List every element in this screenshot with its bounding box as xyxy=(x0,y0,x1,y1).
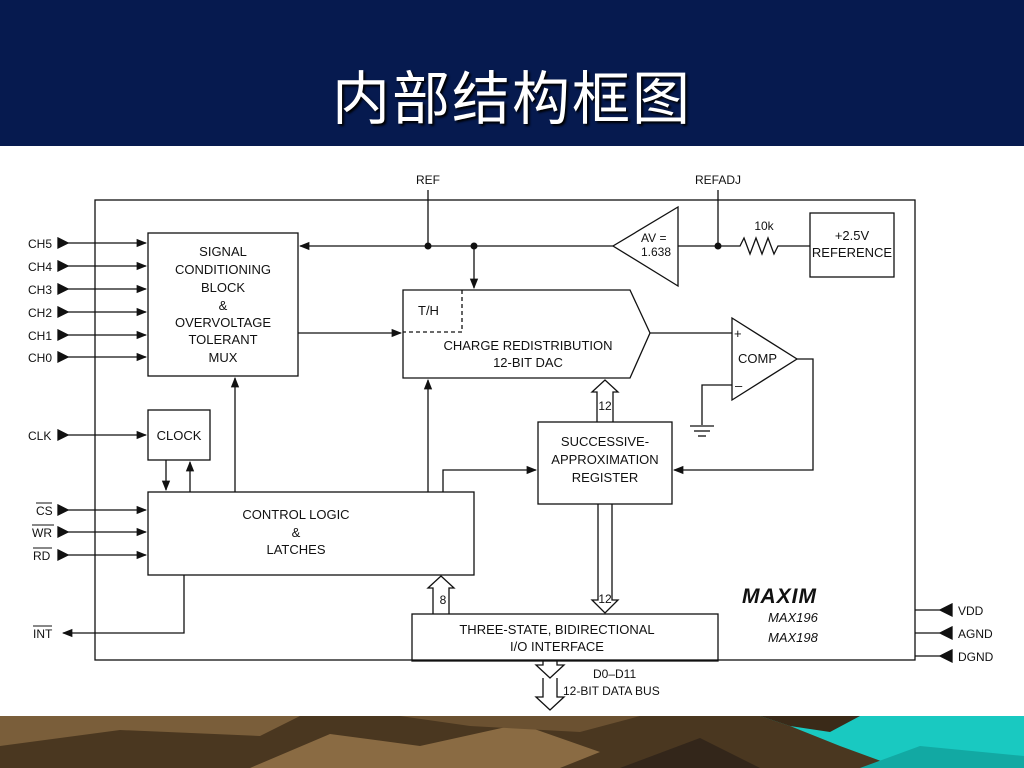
pin-rd: RD xyxy=(33,549,51,563)
diagram-area: CH5 CH4 CH3 CH2 CH1 CH0 CLK CS WR RD INT… xyxy=(0,146,1024,716)
slide-footer-decoration xyxy=(0,716,1024,768)
bus-sar-dac xyxy=(590,379,620,422)
th-dashed-box xyxy=(403,290,463,333)
amp-gain: 1.638 xyxy=(641,245,671,259)
reference-block xyxy=(809,212,895,278)
th-label: T/H xyxy=(418,303,439,318)
pin-vdd: VDD xyxy=(958,604,984,618)
control-line-1: CONTROL LOGIC xyxy=(242,507,349,522)
amp-label: AV = xyxy=(641,231,666,245)
pin-cs: CS xyxy=(36,504,53,518)
pin-clk: CLK xyxy=(28,429,51,443)
pin-ch2: CH2 xyxy=(28,306,52,320)
slide-header: 内部结构框图 xyxy=(0,0,1024,146)
comp-minus: – xyxy=(735,378,743,393)
footer-pattern xyxy=(0,716,1024,768)
control-logic-block xyxy=(147,491,475,576)
chip-outline xyxy=(94,199,916,661)
signal-line-4: & xyxy=(219,298,228,313)
comp-plus: + xyxy=(734,326,742,341)
pin-agnd: AGND xyxy=(958,627,993,641)
clock-label: CLOCK xyxy=(157,428,202,443)
maxim-logo: MAXIM xyxy=(742,585,817,608)
control-line-3: LATCHES xyxy=(267,542,326,557)
block-diagram: CH5 CH4 CH3 CH2 CH1 CH0 CLK CS WR RD INT… xyxy=(28,173,994,711)
sar-line-3: REGISTER xyxy=(572,470,638,485)
io-line-2: I/O INTERFACE xyxy=(510,639,604,654)
signal-conditioning-block xyxy=(147,232,299,377)
sar-block xyxy=(537,421,673,505)
sar-line-2: APPROXIMATION xyxy=(551,452,658,467)
comp-label: COMP xyxy=(738,351,777,366)
data-bus-line-2: 12-BIT DATA BUS xyxy=(563,684,660,698)
part-max198: MAX198 xyxy=(768,630,819,645)
dac-line-1: CHARGE REDISTRIBUTION xyxy=(443,338,612,353)
signal-line-5: OVERVOLTAGE xyxy=(175,315,271,330)
dac-line-2: 12-BIT DAC xyxy=(493,355,563,370)
ref-label: REF xyxy=(416,173,440,187)
io-interface-block xyxy=(411,613,719,662)
resistor-10k xyxy=(720,236,810,256)
signal-line-7: MUX xyxy=(209,350,238,365)
signal-line-1: SIGNAL xyxy=(199,244,247,259)
bus-width-io: 12 xyxy=(598,592,612,606)
control-line-2: & xyxy=(292,525,301,540)
io-line-1: THREE-STATE, BIDIRECTIONAL xyxy=(459,622,654,637)
signal-line-2: CONDITIONING xyxy=(175,262,271,277)
pin-wr: WR xyxy=(32,526,52,540)
pin-ch5: CH5 xyxy=(28,237,52,251)
signal-line-6: TOLERANT xyxy=(188,332,257,347)
pin-ch4: CH4 xyxy=(28,260,52,274)
pin-ch3: CH3 xyxy=(28,283,52,297)
bus-io-control xyxy=(426,575,456,614)
refadj-label: REFADJ xyxy=(695,173,741,187)
bus-sar-io xyxy=(590,504,620,614)
part-max196: MAX196 xyxy=(768,610,819,625)
signal-line-3: BLOCK xyxy=(201,280,245,295)
reference-line-2: REFERENCE xyxy=(812,245,893,260)
bus-width-dac: 12 xyxy=(598,399,612,413)
comparator xyxy=(731,316,799,402)
data-bus-top xyxy=(534,661,566,679)
bus-width-control: 8 xyxy=(440,593,447,607)
clock-block xyxy=(147,409,211,461)
data-bus-line-1: D0–D11 xyxy=(593,667,636,681)
sar-line-1: SUCCESSIVE- xyxy=(561,434,649,449)
data-bus-bottom xyxy=(534,678,566,711)
pin-ch1: CH1 xyxy=(28,329,52,343)
pin-int: INT xyxy=(33,627,53,641)
pin-dgnd: DGND xyxy=(958,650,994,664)
slide-title: 内部结构框图 xyxy=(331,65,692,133)
reference-line-1: +2.5V xyxy=(835,228,870,243)
pin-ch0: CH0 xyxy=(28,351,52,365)
resistor-label: 10k xyxy=(754,219,774,233)
dac-block xyxy=(402,289,651,379)
